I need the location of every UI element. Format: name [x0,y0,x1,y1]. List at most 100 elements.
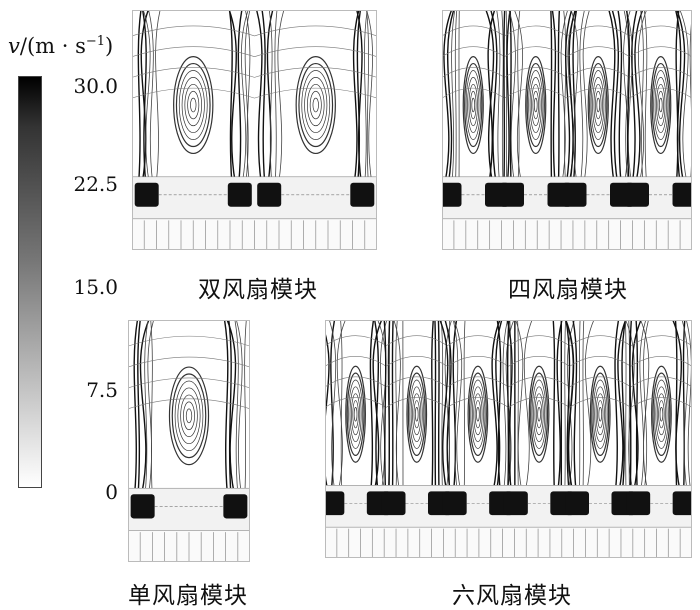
vortex-ring [178,388,200,444]
jet-streamline [148,320,154,494]
bleed-streamline [325,377,386,387]
jet-streamline [134,320,137,494]
fan-block [563,183,587,207]
jet-streamline [625,320,626,491]
jet-streamline [618,10,621,183]
jet-streamline [370,320,373,491]
colorbar-unit-label: v/(m · s−1) [8,34,113,58]
bleed-streamline [509,336,570,346]
vortex-ring [190,98,196,112]
vortex-ring [415,407,418,421]
vortex-ring [188,91,199,119]
vortex-ring [313,98,319,112]
vortex-ring [475,401,481,428]
jet-streamline [579,320,580,491]
bleed-streamline [386,356,447,366]
fan-block [135,183,159,207]
bleed-streamline [325,356,386,366]
jet-streamline [452,10,455,183]
vortex-ring [305,77,327,132]
fan-module-band [132,177,377,219]
bleed-streamline [132,26,255,36]
vortex-ring [182,77,204,132]
fan-block [350,183,374,207]
jet-streamline [455,10,456,183]
jet-streamline [551,10,552,183]
fan-block [131,494,155,518]
vortex-ring [591,70,605,139]
jet-streamline [497,10,500,183]
vortex-ring [532,380,546,449]
vortex-ring [299,64,333,147]
jet-streamline [238,10,242,183]
bleed-streamline [447,356,508,366]
vortex-ring [660,407,663,421]
heat-sink-base [325,525,692,558]
fan-block [382,491,406,515]
jet-streamline [140,320,148,494]
vortex-ring [597,401,603,428]
streamline-group [132,10,377,183]
vortex-ring [659,98,662,112]
panel-single-fan [128,320,250,562]
jet-streamline [552,10,555,183]
vortex-ring [597,98,600,112]
bleed-streamline [128,336,250,346]
jet-streamline [565,320,566,491]
fan-block [625,183,649,207]
six-fan-streamlines [325,320,692,558]
bleed-streamline [505,67,568,77]
jet-streamline [225,320,228,494]
jet-streamline [440,320,448,491]
streamline-group [128,320,250,494]
bleed-streamline [509,397,570,407]
colorbar-tick-max: 30.0 [58,74,118,98]
bleed-streamline [386,397,447,407]
bleed-streamline [631,397,692,407]
jet-streamline [438,320,439,491]
bleed-streamline [132,88,255,98]
vortex-ring [534,98,537,112]
jet-streamline [262,10,265,183]
streamline-group [325,320,692,491]
fan-block [257,183,281,207]
jet-streamline [609,10,615,183]
vortex-ring [302,70,330,139]
caption-single-fan: 单风扇模块 [128,576,248,610]
vortex-ring [472,98,475,112]
jet-streamline [464,320,465,491]
jet-streamline [682,320,688,491]
vortex-ring [176,64,210,147]
jet-streamline [278,10,284,183]
jet-streamline [432,320,433,491]
vortex-ring [536,401,542,428]
vortex-ring [349,380,363,449]
bleed-streamline [509,356,570,366]
fan-block [626,491,650,515]
vortex-ring [414,401,420,428]
jet-streamline [518,320,519,491]
vortex-ring [183,402,194,430]
fan-block [504,491,528,515]
bleed-streamline [386,377,447,387]
jet-streamline [553,320,554,491]
jet-streamline [680,10,688,183]
jet-streamline [367,10,369,183]
vortex-ring [599,407,602,421]
caption-double-fan: 双风扇模块 [198,270,318,304]
jet-streamline [509,10,516,183]
vortex-ring [310,91,321,119]
vortex-ring [354,407,357,421]
double-fan-streamlines [132,10,377,250]
colorbar-tick-4: 7.5 [58,378,118,402]
vortex-ring [466,70,480,139]
fan-block [228,183,252,207]
unit-symbol: v [8,34,20,58]
vortex-ring [533,91,539,119]
caption-six-fan: 六风扇模块 [452,576,572,610]
fan-block [442,183,462,207]
jet-streamline [615,320,618,491]
bleed-streamline [570,336,631,346]
jet-streamline [558,10,559,183]
vortex-ring [179,70,207,139]
